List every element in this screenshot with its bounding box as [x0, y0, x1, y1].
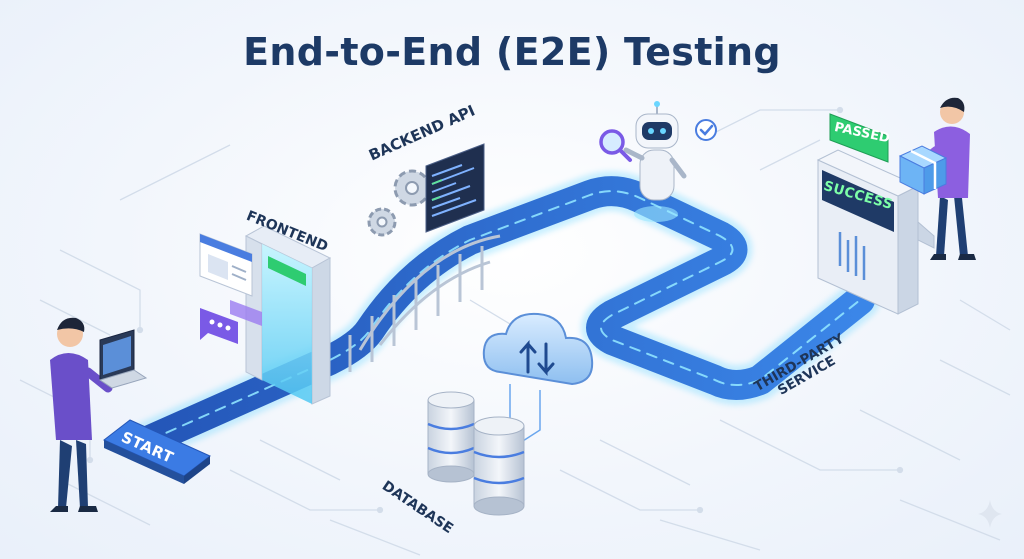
- magnifier-icon: [599, 129, 632, 162]
- bridge: [348, 234, 501, 372]
- person-tester: [50, 317, 113, 512]
- laptop-icon: [98, 329, 148, 389]
- passed-badge: [829, 113, 889, 163]
- gear-icon: [367, 169, 431, 237]
- start-button: [103, 419, 211, 484]
- frontend-gateway: [244, 225, 332, 405]
- chat-bubble-icon: [200, 308, 238, 344]
- code-window-icon: [425, 143, 485, 233]
- cloud-sync-icon: [482, 312, 594, 386]
- ui-panels: [199, 233, 262, 344]
- package-icon: [898, 145, 948, 195]
- robot-icon: [623, 101, 687, 222]
- sparkle-icon: [978, 500, 1002, 528]
- test-flow-path: [130, 171, 880, 460]
- checkmark-icon: [695, 119, 717, 141]
- page-title: End-to-End (E2E) Testing: [243, 30, 781, 74]
- success-terminal: [816, 149, 935, 315]
- database-icon: [427, 391, 525, 516]
